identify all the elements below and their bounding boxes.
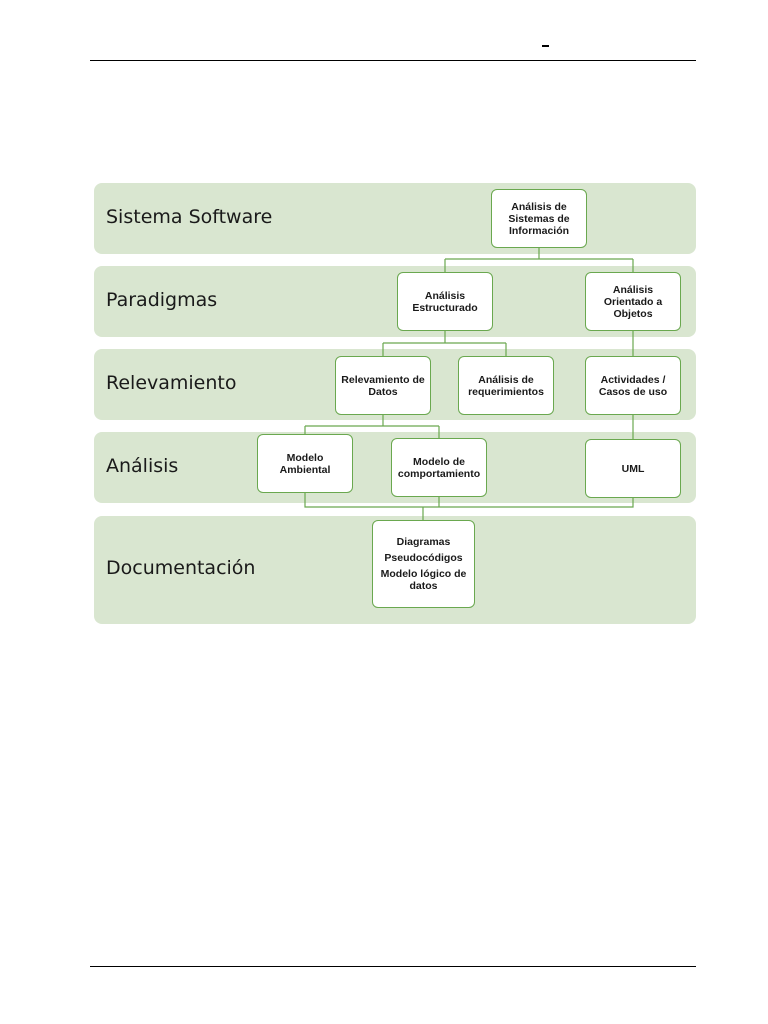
doc-item-diagramas: Diagramas [396, 536, 451, 548]
node-relevamiento-datos: Relevamiento de Datos [335, 356, 431, 415]
node-analisis-sistemas: Análisis de Sistemas de Información [491, 189, 587, 248]
header-mark [542, 45, 549, 47]
level-label-sistema-software: Sistema Software [106, 206, 273, 228]
level-label-relevamiento: Relevamiento [106, 372, 237, 394]
header-rule [90, 60, 696, 61]
connector-estructurado-children [382, 331, 507, 356]
doc-item-pseudocodigos: Pseudocódigos [384, 552, 463, 564]
level-label-documentacion: Documentación [106, 557, 256, 579]
connector-sistemas-children [444, 248, 634, 272]
node-modelo-ambiental: Modelo Ambiental [257, 434, 353, 493]
node-analisis-objetos: Análisis Orientado a Objetos [585, 272, 681, 331]
footer-rule [90, 966, 696, 967]
node-uml: UML [585, 439, 681, 498]
node-analisis-requerimientos: Análisis de requerimientos [458, 356, 554, 415]
level-label-analisis: Análisis [106, 455, 179, 477]
doc-item-modelo-logico: Modelo lógico de datos [380, 568, 467, 592]
connector-relevamiento-children [304, 414, 440, 438]
node-actividades-casos: Actividades / Casos de uso [585, 356, 681, 415]
node-documentacion: Diagramas Pseudocódigos Modelo lógico de… [372, 520, 475, 608]
node-modelo-comportamiento: Modelo de comportamiento [391, 438, 487, 497]
level-label-paradigmas: Paradigmas [106, 289, 218, 311]
node-analisis-estructurado: Análisis Estructurado [397, 272, 493, 331]
band-sistema-software: Sistema Software [94, 183, 696, 254]
connector-to-documentacion [304, 493, 634, 520]
